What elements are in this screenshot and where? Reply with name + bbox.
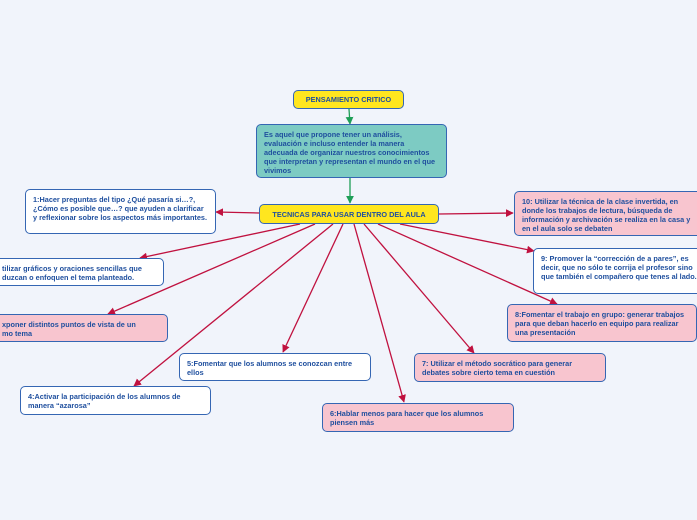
connector-t2	[139, 223, 301, 261]
technique-8-node[interactable]: 8:Fomentar el trabajo en grupo: generar …	[507, 304, 697, 342]
technique-3-node[interactable]: xponer distintos puntos de vista de un m…	[0, 314, 168, 342]
technique-9-node[interactable]: 9: Promover la “corrección de a pares”, …	[533, 248, 697, 294]
technique-4-node[interactable]: 4:Activar la participación de los alumno…	[20, 386, 211, 415]
technique-10-node[interactable]: 10: Utilizar la técnica de la clase inve…	[514, 191, 697, 236]
definition-node[interactable]: Es aquel que propone tener un análisis, …	[256, 124, 447, 178]
technique-7-node[interactable]: 7: Utilizar el método socrático para gen…	[414, 353, 606, 382]
technique-6-node[interactable]: 6:Hablar menos para hacer que los alumno…	[322, 403, 514, 432]
connector-t1	[215, 208, 260, 217]
connector-t6	[353, 223, 406, 403]
connector-t9	[399, 223, 535, 254]
technique-1-node[interactable]: 1:Hacer preguntas del tipo ¿Qué pasaría …	[25, 189, 216, 234]
connector-t8	[377, 223, 558, 305]
technique-5-node[interactable]: 5:Fomentar que los alumnos se conozcan e…	[179, 353, 371, 381]
connector-t10	[438, 209, 514, 217]
techniques-node-title[interactable]: TECNICAS PARA USAR DENTRO DEL AULA	[259, 204, 439, 224]
connector-t7	[363, 223, 475, 354]
connector-t5	[282, 223, 344, 353]
connector-root-definition	[345, 108, 354, 125]
connector-t4	[133, 223, 334, 387]
technique-2-node[interactable]: tilizar gráficos y oraciones sencillas q…	[0, 258, 164, 286]
connector-t3	[107, 223, 316, 315]
root-node-title[interactable]: PENSAMIENTO CRITICO	[293, 90, 404, 109]
